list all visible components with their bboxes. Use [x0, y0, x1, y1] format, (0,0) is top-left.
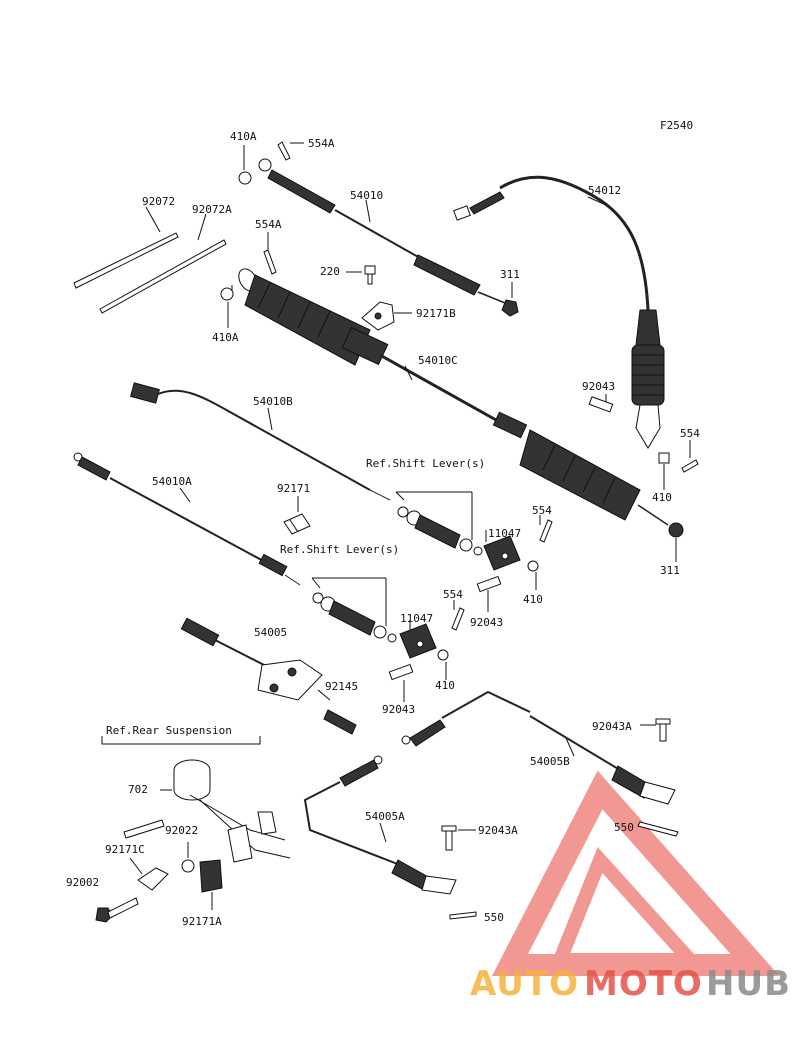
washer-410A-bottom — [220, 287, 234, 301]
pin-92043-right — [588, 396, 614, 413]
cotter-pin-554A-mid — [263, 249, 277, 275]
clip-92171C — [137, 867, 169, 891]
label-54010A: 54010A — [152, 475, 192, 488]
bracket-92171A — [199, 859, 223, 893]
label-ref-shift-lever-2: Ref.Shift Lever(s) — [280, 543, 399, 556]
label-54012: 54012 — [588, 184, 621, 197]
bolt-92002 — [95, 897, 139, 923]
label-92043A-a: 92043A — [592, 720, 632, 733]
label-554A-mid: 554A — [255, 218, 282, 231]
cotter-pin-550-b — [449, 911, 477, 920]
figure-id: F2540 — [660, 119, 693, 132]
lever-11047-b — [399, 623, 437, 659]
cotter-pin-554-b — [451, 607, 465, 631]
label-54010B: 54010B — [253, 395, 293, 408]
label-92171B: 92171B — [416, 307, 456, 320]
label-11047-b: 11047 — [400, 612, 433, 625]
label-92043A-b: 92043A — [478, 824, 518, 837]
pin-92043A-a — [655, 718, 671, 742]
label-702: 702 — [128, 783, 148, 796]
label-410-right: 410 — [652, 491, 672, 504]
bracket-92171B — [361, 301, 395, 331]
label-54005A: 54005A — [365, 810, 405, 823]
cable-54005B — [401, 690, 676, 805]
label-554-right: 554 — [680, 427, 700, 440]
label-92072: 92072 — [142, 195, 175, 208]
label-92022: 92022 — [165, 824, 198, 837]
washer-410A-top — [238, 171, 252, 185]
nut-311-top — [501, 299, 519, 317]
washer-410-a — [527, 560, 539, 572]
label-ref-rear-suspension: Ref.Rear Suspension — [106, 724, 232, 737]
label-554A-top: 554A — [308, 137, 335, 150]
nut-311-bottom — [668, 522, 684, 538]
cotter-pin-554-right — [681, 459, 699, 473]
label-92171: 92171 — [277, 482, 310, 495]
label-92171C: 92171C — [105, 843, 145, 856]
cable-54005 — [180, 617, 323, 701]
label-54010: 54010 — [350, 189, 383, 202]
clip-92171 — [283, 513, 311, 535]
cotter-pin-554-a — [539, 519, 553, 543]
lever-11047-a — [483, 535, 521, 571]
label-554-b: 554 — [443, 588, 463, 601]
watermark-auto: AUTO — [470, 964, 579, 1004]
label-550-b: 550 — [484, 911, 504, 924]
washer-410-b — [437, 649, 449, 661]
cotter-pin-554A-top — [277, 141, 291, 161]
label-11047-a: 11047 — [488, 527, 521, 540]
cable-54012 — [453, 175, 665, 449]
cable-54010A — [73, 452, 301, 586]
bolt-220 — [364, 265, 376, 285]
label-ref-shift-lever-1: Ref.Shift Lever(s) — [366, 457, 485, 470]
pin-92043-a — [476, 575, 502, 593]
cable-54010 — [258, 158, 506, 304]
label-54005B: 54005B — [530, 755, 570, 768]
spring-group-2 — [312, 592, 397, 643]
label-54010C: 54010C — [418, 354, 458, 367]
label-92043-a: 92043 — [470, 616, 503, 629]
tie-strap-92072A — [99, 239, 227, 314]
label-92043-right: 92043 — [582, 380, 615, 393]
spring-group-1 — [397, 506, 483, 556]
label-92043-b: 92043 — [382, 703, 415, 716]
cable-54010C — [238, 268, 669, 526]
label-54005: 54005 — [254, 626, 287, 639]
rod-92022 — [123, 819, 165, 839]
watermark-logo — [491, 770, 780, 976]
label-410A-bottom: 410A — [212, 331, 239, 344]
spring-92145 — [323, 709, 357, 735]
watermark-moto: MOTO — [584, 964, 703, 1004]
label-92002: 92002 — [66, 876, 99, 889]
ref-rear-bracket — [101, 736, 261, 745]
label-311-bottom: 311 — [660, 564, 680, 577]
tie-strap-92072 — [73, 232, 179, 289]
washer-410-right — [658, 452, 670, 464]
label-554-a: 554 — [532, 504, 552, 517]
label-550-a: 550 — [614, 821, 634, 834]
bushing-702 — [173, 759, 211, 801]
label-410-b: 410 — [435, 679, 455, 692]
washer-92022 — [181, 859, 195, 873]
label-92072A: 92072A — [192, 203, 232, 216]
label-410-a: 410 — [523, 593, 543, 606]
label-410A-top: 410A — [230, 130, 257, 143]
label-311-top: 311 — [500, 268, 520, 281]
cable-54005A — [303, 755, 457, 895]
pin-92043A-b — [441, 825, 457, 851]
cable-54010B — [130, 382, 391, 501]
pin-92043-b — [388, 663, 414, 681]
label-220: 220 — [320, 265, 340, 278]
watermark-hub: HUB — [706, 964, 791, 1004]
label-92171A: 92171A — [182, 915, 222, 928]
suspension-arm — [189, 794, 291, 859]
cotter-pin-550-a — [637, 821, 679, 837]
watermark-text: AUTO MOTO HUB — [470, 964, 791, 1004]
label-92145: 92145 — [325, 680, 358, 693]
plate-bracket — [227, 824, 253, 863]
